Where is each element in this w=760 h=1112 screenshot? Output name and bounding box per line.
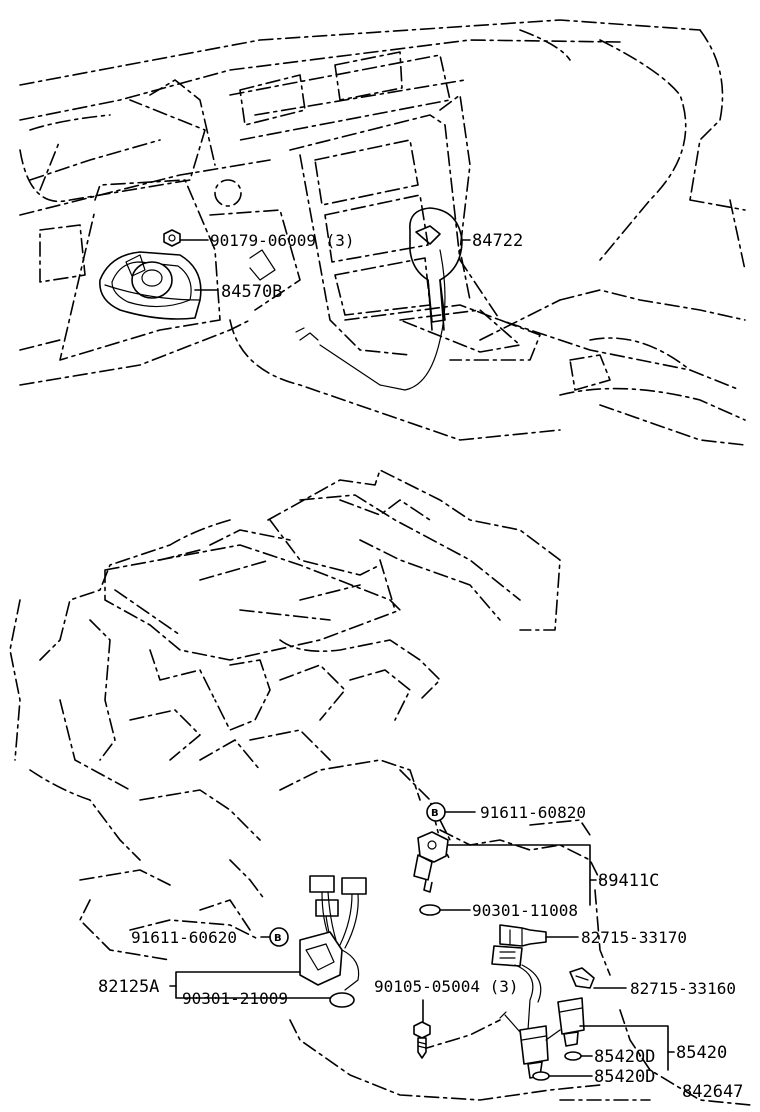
leader-lines-upper (179, 239, 471, 291)
label-85420: 85420 (676, 1043, 727, 1063)
figure-number: 842647 (682, 1082, 743, 1102)
clip-82715-33170 (491, 924, 547, 967)
upper-labels: 90179-06009 (3) 84722 84570B (210, 231, 523, 302)
nut-90179 (163, 229, 181, 247)
label-85420d-1: 85420D (594, 1047, 655, 1067)
ring-85420d-2 (532, 1071, 550, 1081)
engine-outline (9, 469, 751, 1106)
ring-85420d-1 (564, 1051, 582, 1061)
b-marker-top-text: B (431, 808, 439, 819)
label-82125a: 82125A (98, 977, 159, 997)
connector-3 (315, 899, 339, 917)
b-marker-left-text: B (274, 933, 282, 944)
label-84570b: 84570B (221, 282, 282, 302)
oring-90301-21009 (329, 992, 355, 1008)
b-marker-left: B (269, 927, 289, 947)
leader-lines-lower (169, 811, 675, 1077)
vsv-85420 (499, 964, 585, 1079)
label-90301-21009: 90301-21009 (182, 989, 288, 1008)
label-90301-11008: 90301-11008 (472, 901, 578, 920)
wire-harness-82125a (299, 875, 367, 991)
label-82715-33170: 82715-33170 (581, 928, 687, 947)
cover-84570b (99, 251, 202, 320)
label-91611-60820: 91611-60820 (480, 803, 586, 822)
label-85420d-2: 85420D (594, 1067, 655, 1087)
bolt-90105 (413, 1021, 431, 1059)
shift-knob-assembly (295, 207, 463, 391)
label-89411c: 89411C (598, 871, 659, 891)
connector-2 (341, 877, 367, 895)
oring-90301-11008 (419, 904, 441, 916)
label-82715-33160: 82715-33160 (630, 979, 736, 998)
label-90105-05004: 90105-05004 (3) (374, 977, 519, 996)
cam-sensor-89411c (413, 831, 449, 893)
clip-82715-33160 (569, 967, 595, 989)
label-91611-60620: 91611-60620 (131, 928, 237, 947)
label-84722: 84722 (472, 231, 523, 251)
connector-1 (309, 875, 335, 893)
b-marker-top: B (426, 802, 446, 822)
label-90179-06009: 90179-06009 (3) (210, 231, 355, 250)
dashboard-outline (19, 19, 746, 446)
lower-labels: 91611-60820 89411C 90301-11008 82715-331… (98, 803, 743, 1102)
